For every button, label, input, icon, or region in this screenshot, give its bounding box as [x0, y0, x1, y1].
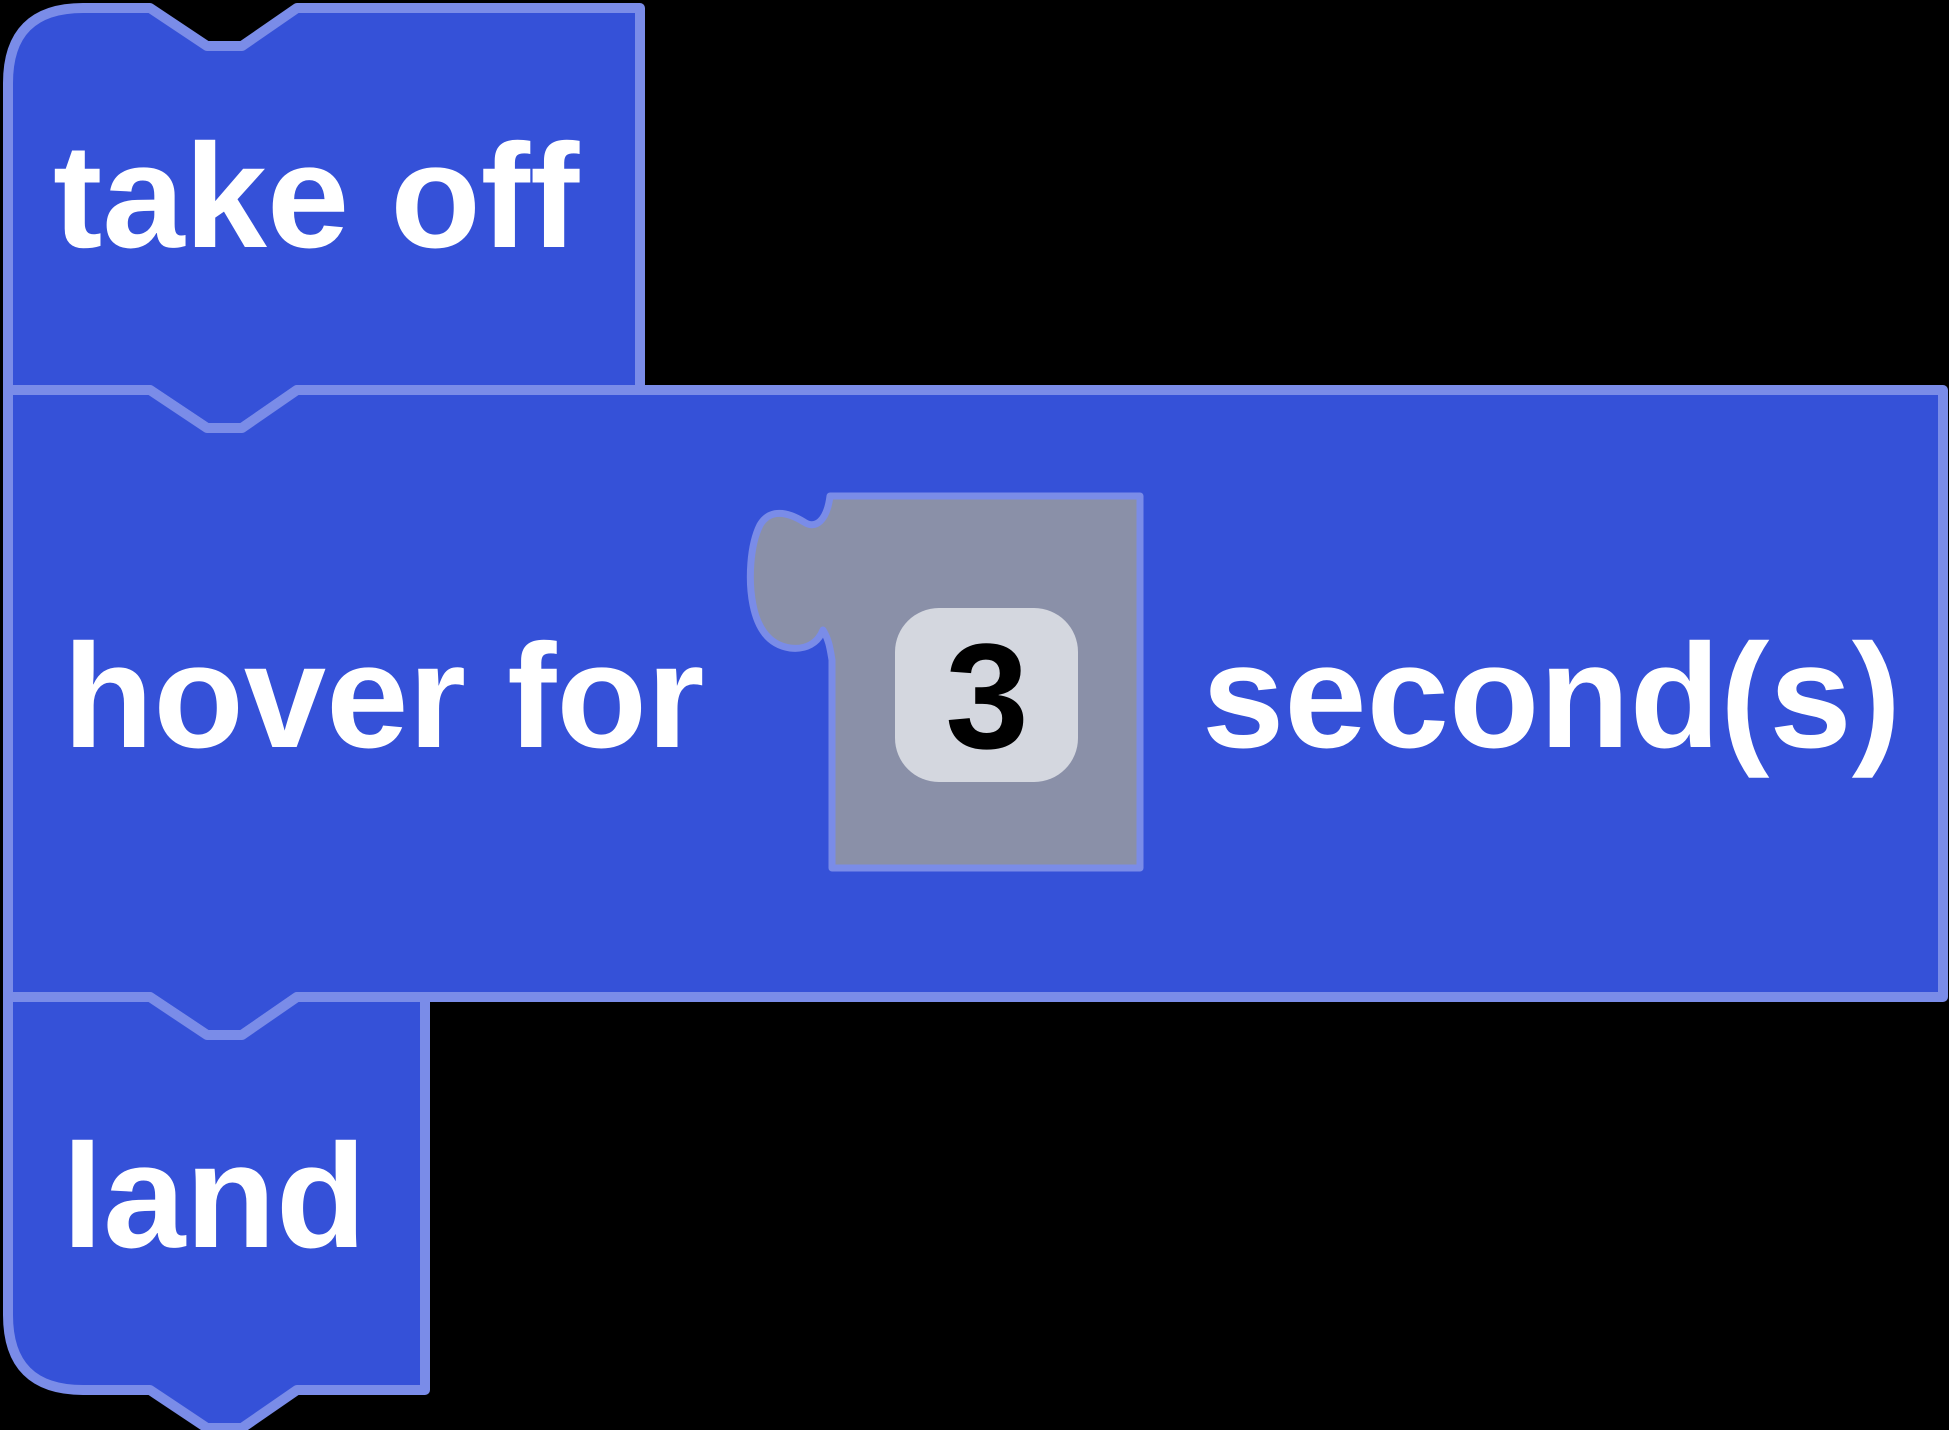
block-take-off-shape[interactable]	[3, 3, 645, 433]
block-land[interactable]: land	[3, 992, 430, 1430]
block-land-label: land	[62, 1114, 366, 1279]
number-field-value: 3	[945, 612, 1028, 780]
block-land-shape[interactable]	[3, 992, 430, 1430]
number-field[interactable]	[895, 608, 1078, 782]
block-hover-label-suffix: second(s)	[1202, 614, 1901, 779]
block-take-off-label: take off	[53, 114, 580, 279]
block-hover[interactable]: hover for 3 second(s)	[3, 385, 1948, 1040]
block-take-off[interactable]: take off	[3, 3, 645, 433]
number-shadow-block[interactable]: 3	[746, 492, 1144, 872]
block-hover-label-prefix: hover for	[63, 614, 704, 779]
